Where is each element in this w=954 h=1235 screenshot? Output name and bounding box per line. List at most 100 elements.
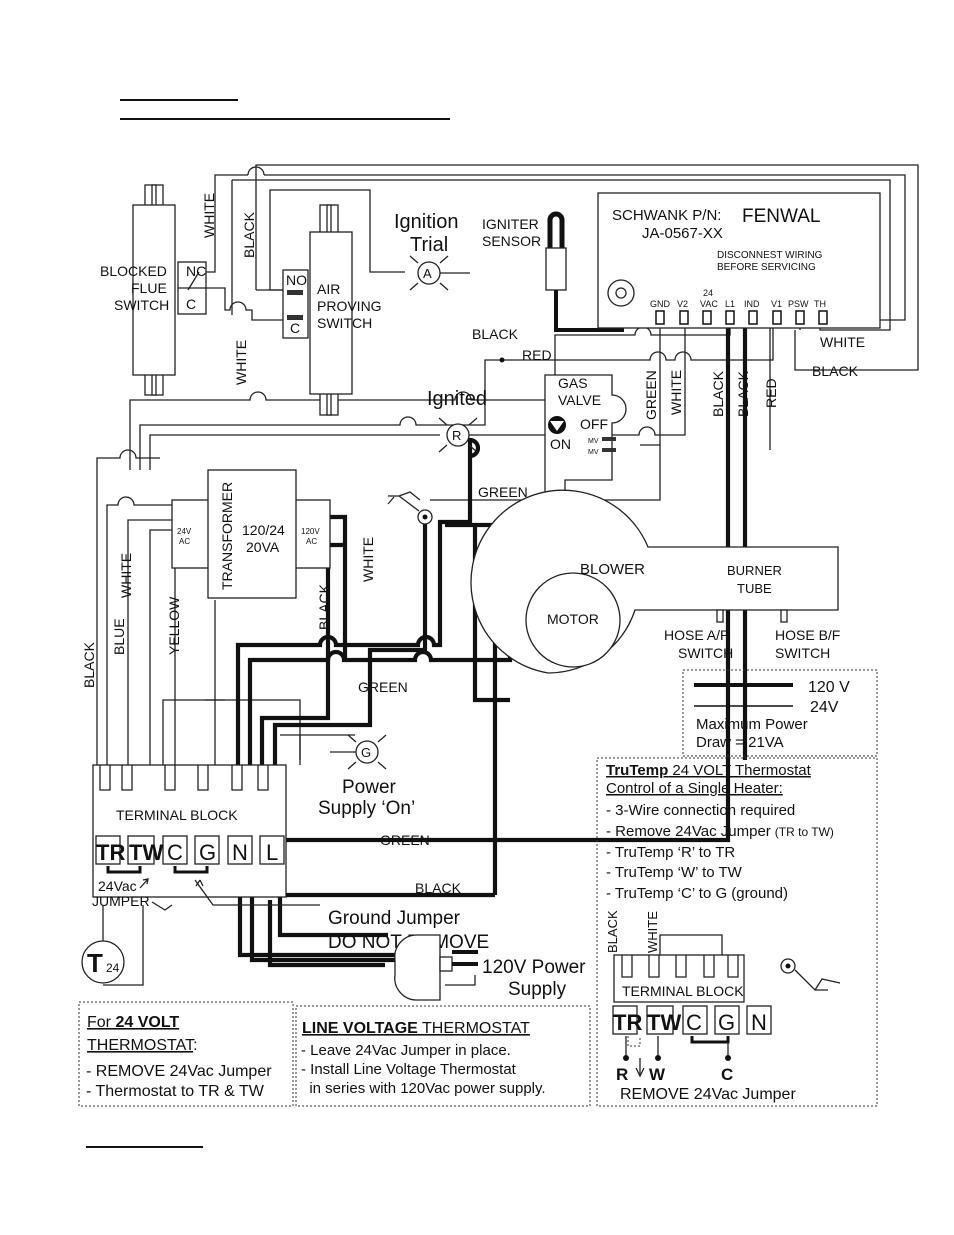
- gas-valve-off: OFF: [580, 416, 608, 432]
- terminal-v2: V2: [677, 299, 688, 309]
- wire-label-yellow: YELLOW: [166, 596, 182, 655]
- legend-24v: 24V: [810, 699, 839, 716]
- hose-ap-line1: HOSE A/P: [664, 627, 729, 643]
- trutemp-term-g: G: [718, 1010, 735, 1035]
- box24-title-line1: For 24 VOLT: [87, 1014, 179, 1031]
- ground-jumper-1: Ground Jumper: [328, 908, 461, 929]
- transformer-120v: 120V: [301, 527, 320, 536]
- gas-valve-line1: GAS: [558, 375, 588, 391]
- igniter-line1: IGNITER: [482, 216, 539, 232]
- transformer-label: TRANSFORMER: [219, 482, 235, 590]
- transformer-rating-1: 120/24: [242, 522, 285, 538]
- motor-label: MOTOR: [547, 611, 599, 627]
- ignition-controller: SCHWANK P/N: FENWAL JA-0567-XX DISCONNES…: [597, 192, 881, 379]
- term-l: L: [266, 840, 278, 865]
- blocked-flue-line3: SWITCH: [114, 297, 169, 313]
- wire-label-green-4: GREEN: [380, 832, 430, 848]
- thermostat-t: T: [87, 948, 103, 978]
- lamp-r-letter: R: [452, 428, 461, 443]
- wire-label-black-2: BLACK: [472, 326, 519, 342]
- terminal-block-title: TERMINAL BLOCK: [116, 807, 238, 823]
- hose-bf-line2: SWITCH: [775, 645, 830, 661]
- nc-label: NC: [186, 263, 206, 279]
- header-rules: [86, 99, 450, 1148]
- trutemp-term-n: N: [751, 1010, 767, 1035]
- wire-label-green-1: GREEN: [643, 370, 659, 420]
- trutemp-c: C: [721, 1065, 733, 1084]
- ground-symbol-top: [387, 491, 433, 525]
- controller-brand: FENWAL: [742, 206, 820, 227]
- c-label: C: [186, 296, 196, 312]
- ignited-label: Ignited: [427, 388, 487, 410]
- wire-white-th: WHITE: [820, 334, 865, 350]
- controller-part: JA-0567-XX: [642, 225, 723, 242]
- box24-title-line2: THERMOSTAT:: [87, 1037, 198, 1054]
- power-plug: 120V Power Supply: [394, 934, 586, 1001]
- trutemp-line1: - 3-Wire connection required: [606, 802, 795, 819]
- gas-valve-line2: VALVE: [558, 392, 601, 408]
- wire-label-white-3: WHITE: [668, 370, 684, 415]
- box24-line2: - Thermostat to TR & TW: [86, 1083, 265, 1100]
- trutemp-wire-white: WHITE: [645, 911, 660, 953]
- transformer-rating-2: 20VA: [246, 539, 280, 555]
- wire-label-red-1: RED: [522, 347, 552, 363]
- lamp-g: G Power Supply ‘On’: [318, 734, 415, 819]
- lamp-r: R Ignited: [427, 388, 545, 453]
- power-supply-1: 120V Power: [482, 957, 586, 978]
- trutemp-subtitle: Control of a Single Heater:: [606, 780, 783, 797]
- trutemp-line4: - TruTemp ‘W’ to TW: [606, 864, 743, 881]
- legend: 120 V 24V Maximum Power Draw = 21VA: [682, 669, 878, 757]
- wire-label-red-2: RED: [763, 378, 779, 408]
- igniter-sensor: IGNITER SENSOR: [482, 211, 624, 332]
- igniter-line2: SENSOR: [482, 233, 541, 249]
- c2-label: C: [290, 320, 300, 336]
- terminal-v1: V1: [771, 299, 782, 309]
- wire-label-green-2: GREEN: [478, 484, 528, 500]
- wire-label-black-4: BLACK: [735, 370, 751, 417]
- air-proving-line2: PROVING: [317, 298, 382, 314]
- power-on-line2: Supply ‘On’: [318, 798, 415, 819]
- terminal-l1: L1: [725, 299, 735, 309]
- terminal-gnd: GND: [650, 299, 671, 309]
- blocked-flue-switch: NC C BLOCKED FLUE SWITCH: [100, 184, 207, 396]
- term-c: C: [167, 840, 183, 865]
- transformer-24ac: AC: [179, 537, 190, 546]
- wire-label-black-6: BLACK: [81, 641, 97, 688]
- legend-max-2: Draw = 21VA: [696, 734, 784, 751]
- air-proving-switch: NO C AIR PROVING SWITCH: [282, 204, 382, 416]
- burner-line2: TUBE: [737, 581, 772, 596]
- trutemp-term-tr: TR: [613, 1010, 642, 1035]
- blocked-flue-line1: BLOCKED: [100, 263, 167, 279]
- blower-label: BLOWER: [580, 561, 645, 578]
- blocked-flue-line2: FLUE: [131, 280, 167, 296]
- wire-label-white-1: WHITE: [201, 193, 217, 238]
- terminal-block-main: TERMINAL BLOCK TR TW C G N L: [92, 764, 287, 898]
- controller-warning-1: DISCONNEST WIRING: [717, 250, 823, 261]
- gas-valve: GAS VALVE OFF ON MV MV: [544, 374, 627, 496]
- lamp-a-letter: A: [423, 266, 432, 281]
- transformer-120ac: AC: [306, 537, 317, 546]
- wire-label-black-1: BLACK: [241, 211, 257, 258]
- term-tr: TR: [96, 840, 125, 865]
- power-supply-2: Supply: [508, 979, 567, 1000]
- box-24v-thermostat: For 24 VOLT THERMOSTAT: - REMOVE 24Vac J…: [78, 1001, 294, 1107]
- gas-valve-mv2: MV: [588, 449, 599, 456]
- term-tw: TW: [129, 840, 163, 865]
- terminal-psw: PSW: [788, 299, 809, 309]
- wire-label-white-5: WHITE: [118, 553, 134, 598]
- blower-assembly: BLOWER MOTOR BURNER TUBE HOSE A/P SWITCH…: [470, 489, 840, 674]
- vac24-jumper-1: 24Vac: [98, 878, 137, 894]
- air-proving-line3: SWITCH: [317, 315, 372, 331]
- power-on-line1: Power: [342, 777, 397, 798]
- legend-120v: 120 V: [808, 679, 850, 696]
- burner-line1: BURNER: [727, 563, 782, 578]
- term-g: G: [199, 840, 216, 865]
- trutemp-r: R: [616, 1065, 628, 1084]
- lv-title: LINE VOLTAGE THERMOSTAT: [302, 1020, 530, 1037]
- gas-valve-on: ON: [550, 436, 571, 452]
- controller-warning-2: BEFORE SERVICING: [717, 262, 816, 273]
- wire-label-white-2: WHITE: [233, 340, 249, 385]
- lamp-g-letter: G: [361, 745, 371, 760]
- wire-labels: WHITE BLACK WHITE BLACK RED GREEN WHITE …: [81, 193, 779, 896]
